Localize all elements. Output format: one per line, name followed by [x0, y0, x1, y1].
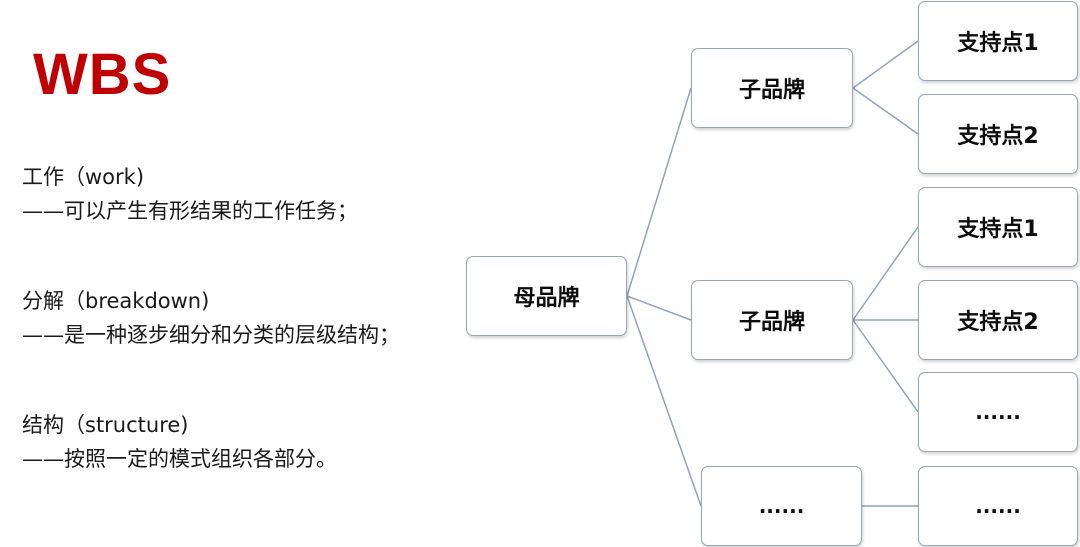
connector-sub1-leaf1	[852, 40, 919, 89]
definition-term: 工作（work)	[22, 165, 145, 189]
support-point-node[interactable]: ......	[918, 466, 1078, 546]
definition-desc: ——是一种逐步细分和分类的层级结构；	[22, 323, 400, 347]
connector-root-sub1	[626, 87, 692, 297]
sub-brand-node-1[interactable]: 子品牌	[691, 48, 853, 128]
definition-structure: 结构（structure) ——按照一定的模式组织各部分。	[22, 408, 337, 476]
page-title: WBS	[33, 42, 172, 107]
connector-sub1-leaf2	[852, 87, 919, 135]
definition-term: 分解（breakdown)	[22, 289, 210, 313]
connector-root-sub2	[626, 295, 692, 321]
definition-desc: ——按照一定的模式组织各部分。	[22, 447, 337, 471]
definition-breakdown: 分解（breakdown) ——是一种逐步细分和分类的层级结构；	[22, 284, 400, 352]
support-point-node[interactable]: 支持点2	[918, 94, 1078, 174]
connector-root-sub3	[626, 295, 702, 507]
definition-work: 工作（work) ——可以产生有形结果的工作任务；	[22, 160, 358, 228]
definition-term: 结构（structure)	[22, 413, 189, 437]
definition-desc: ——可以产生有形结果的工作任务；	[22, 199, 358, 223]
sub-brand-node-3[interactable]: ......	[701, 466, 862, 546]
support-point-node[interactable]: 支持点2	[918, 280, 1078, 360]
connector-sub2-leaf3	[852, 319, 919, 413]
support-point-node[interactable]: 支持点1	[918, 1, 1078, 81]
connector-sub2-leaf1	[852, 226, 919, 321]
root-node[interactable]: 母品牌	[466, 256, 627, 336]
support-point-node[interactable]: ......	[918, 372, 1078, 452]
sub-brand-node-2[interactable]: 子品牌	[691, 280, 853, 360]
support-point-node[interactable]: 支持点1	[918, 187, 1078, 267]
